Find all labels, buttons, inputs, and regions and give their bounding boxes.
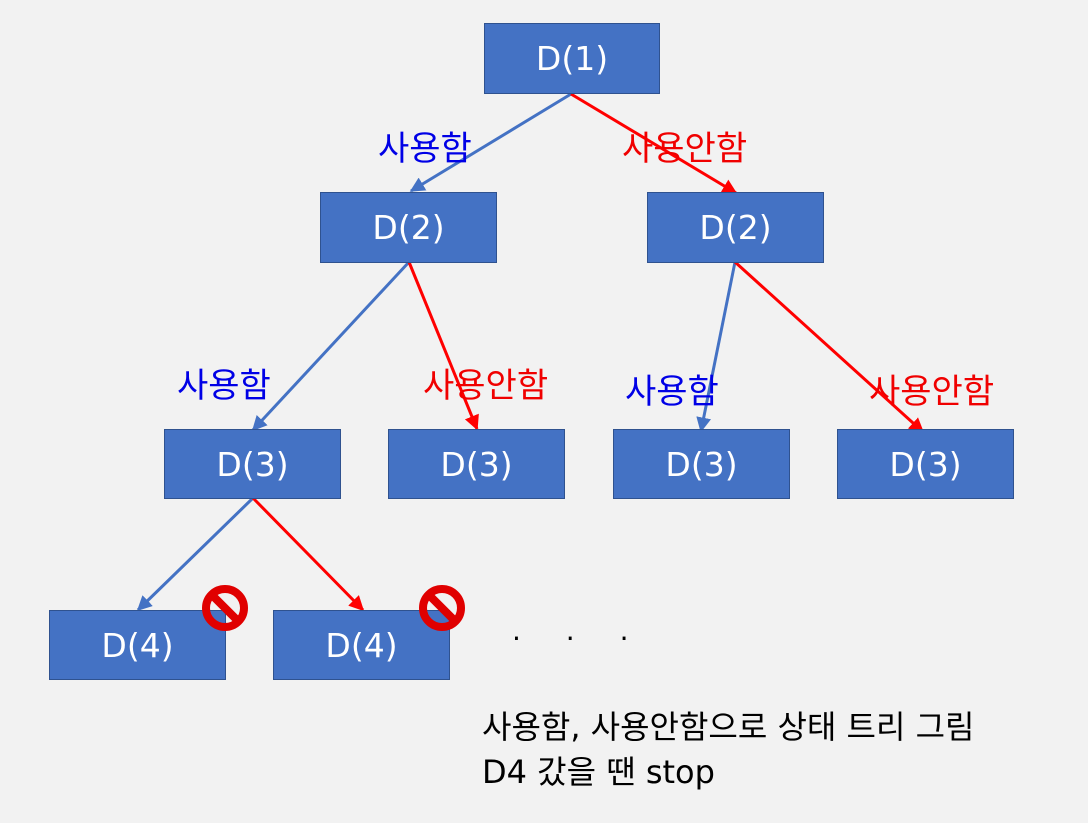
- no-entry-icon: [419, 585, 465, 631]
- node-d1-root: D(1): [484, 23, 660, 94]
- node-d2-left: D(2): [320, 192, 497, 263]
- note-line-2: D4 갔을 땐 stop: [482, 753, 715, 791]
- edge-l2-left-to-l3-1: [251, 260, 411, 432]
- edge-label-l2-right-nouse: 사용안함: [869, 372, 995, 412]
- note-line-1: 사용함, 사용안함으로 상태 트리 그림: [482, 708, 975, 746]
- edge-label-l2-right-use: 사용함: [625, 372, 719, 412]
- edge-l2-right-to-l3-3: [696, 261, 737, 433]
- note-text: 사용함, 사용안함으로 상태 트리 그림 D4 갔을 땐 stop: [482, 705, 974, 795]
- node-d3-1: D(3): [164, 429, 341, 499]
- edge-l2-right-to-l3-4: [733, 260, 925, 434]
- edge-label-l2-left-nouse: 사용안함: [423, 366, 549, 406]
- node-d4-1: D(4): [49, 610, 226, 680]
- edge-label-l2-left-use: 사용함: [177, 366, 271, 406]
- edge-l2-left-to-l3-2: [407, 261, 479, 431]
- node-d3-2: D(3): [388, 429, 565, 499]
- edge-l3-1-to-l4-1: [136, 496, 255, 612]
- edge-l3-1-to-l4-2: [251, 496, 365, 612]
- edge-label-root-use: 사용함: [378, 129, 472, 169]
- continuation-ellipsis: · · ·: [512, 622, 647, 655]
- edge-root-to-l2-left: [409, 92, 572, 193]
- edge-root-to-l2-right: [570, 92, 738, 195]
- edge-label-root-nouse: 사용안함: [622, 129, 748, 169]
- node-d2-right: D(2): [647, 192, 824, 263]
- no-entry-icon: [202, 585, 248, 631]
- node-d3-4: D(3): [837, 429, 1014, 499]
- node-d4-2: D(4): [273, 610, 450, 680]
- node-d3-3: D(3): [613, 429, 790, 499]
